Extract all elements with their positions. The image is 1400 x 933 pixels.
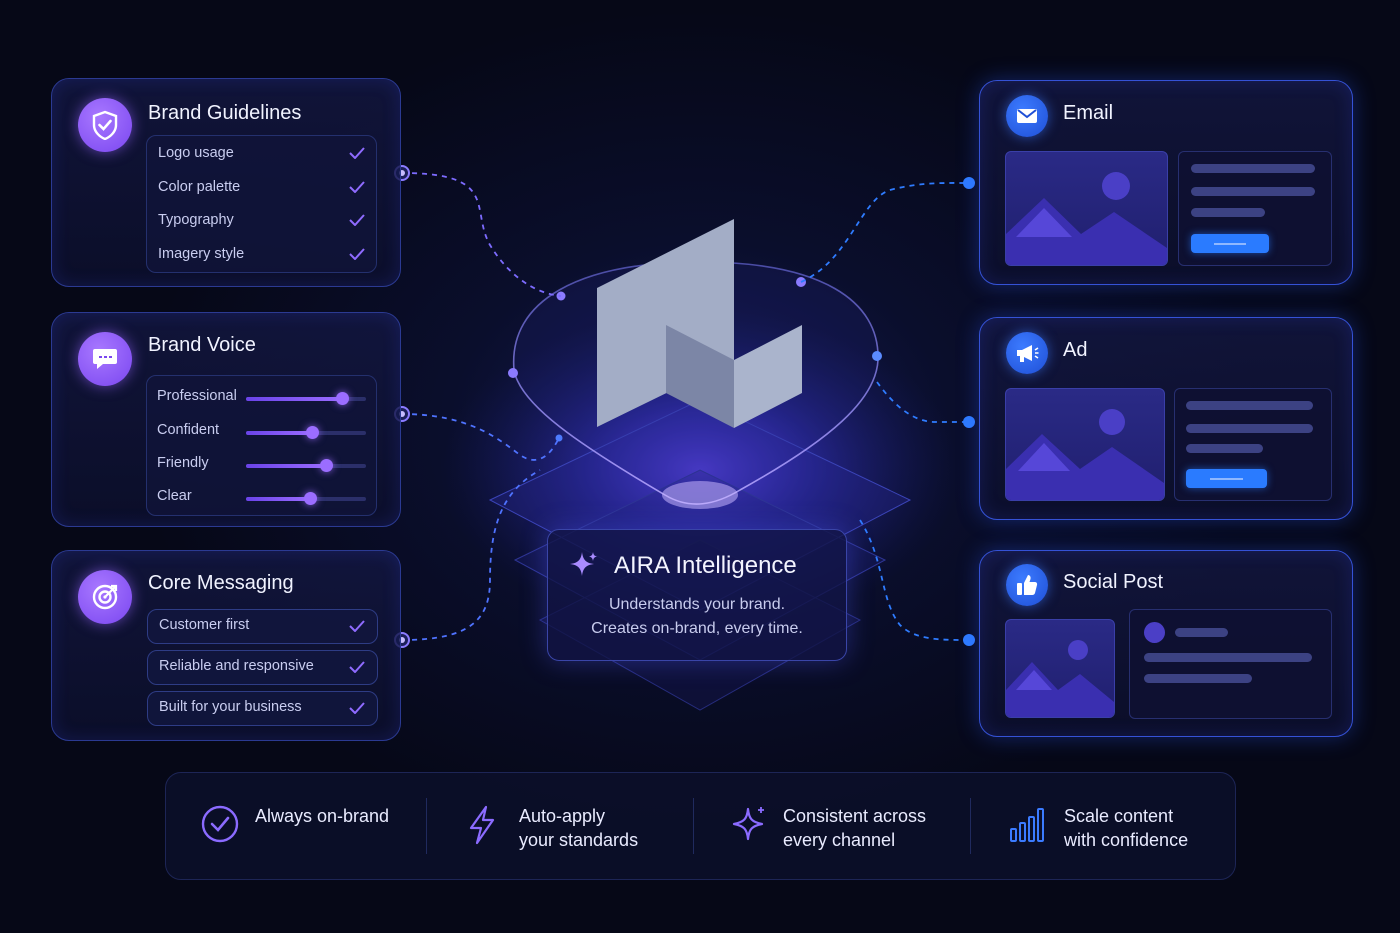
message-pill bbox=[147, 609, 378, 644]
message-text: Built for your business bbox=[159, 699, 302, 715]
target-icon bbox=[78, 570, 132, 624]
email-title: Email bbox=[1063, 102, 1114, 124]
divider bbox=[970, 798, 971, 854]
port-dot bbox=[963, 634, 975, 646]
orbit-node bbox=[508, 368, 518, 378]
connector-social bbox=[859, 519, 970, 641]
image-placeholder bbox=[1005, 619, 1115, 718]
image-placeholder bbox=[1005, 151, 1168, 266]
cta-button[interactable] bbox=[1191, 234, 1269, 253]
core-messaging-card: Core Messaging Customer first Reliable a… bbox=[51, 550, 401, 741]
logo-panel-side bbox=[666, 325, 734, 428]
message-pill bbox=[147, 650, 378, 685]
core-messaging-title: Core Messaging bbox=[148, 572, 294, 594]
cta-button[interactable] bbox=[1186, 469, 1267, 488]
list-item: Typography bbox=[158, 212, 234, 228]
ad-card: Ad bbox=[979, 317, 1353, 520]
bar-chart-icon bbox=[1010, 808, 1044, 842]
aira-intelligence-panel: AIRA Intelligence Understands your brand… bbox=[547, 529, 847, 661]
features-bar: Always on-brand Auto-apply your standard… bbox=[165, 772, 1236, 880]
aira-line-2: Creates on-brand, every time. bbox=[591, 620, 803, 637]
feature-line: Always on-brand bbox=[255, 806, 390, 826]
connector-ad bbox=[876, 381, 969, 423]
thumbs-up-icon bbox=[1006, 564, 1048, 606]
logo-panel-front bbox=[734, 325, 802, 428]
check-icon bbox=[349, 248, 365, 260]
voice-trait-label: Friendly bbox=[157, 455, 209, 471]
social-text-block bbox=[1129, 609, 1332, 719]
divider bbox=[426, 798, 427, 854]
connector-email bbox=[800, 182, 970, 283]
sparkle-icon bbox=[570, 552, 597, 576]
feature-line: Auto-apply bbox=[519, 806, 606, 826]
lightning-icon bbox=[469, 805, 495, 845]
voice-slider[interactable] bbox=[246, 392, 366, 405]
brand-guidelines-title: Brand Guidelines bbox=[148, 102, 302, 124]
divider bbox=[693, 798, 694, 854]
voice-slider[interactable] bbox=[246, 492, 366, 505]
brand-voice-card: Brand Voice Professional Confident Frien… bbox=[51, 312, 401, 527]
voice-slider[interactable] bbox=[246, 459, 366, 472]
aira-line-1: Understands your brand. bbox=[608, 596, 786, 613]
email-text-block bbox=[1178, 151, 1332, 266]
voice-slider[interactable] bbox=[246, 426, 366, 439]
orbit-node bbox=[555, 434, 563, 442]
feature-line: your standards bbox=[519, 830, 639, 850]
sparkle-icon bbox=[732, 807, 764, 841]
aira-title: AIRA Intelligence bbox=[614, 552, 797, 579]
brand-guidelines-card: Brand Guidelines Logo usage Color palett… bbox=[51, 78, 401, 287]
ad-title: Ad bbox=[1063, 339, 1088, 361]
check-icon bbox=[349, 147, 365, 159]
social-post-card: Social Post bbox=[979, 550, 1353, 737]
feature-line: Consistent across bbox=[783, 806, 927, 826]
guidelines-list bbox=[146, 135, 377, 273]
envelope-icon bbox=[1006, 95, 1048, 137]
email-card: Email bbox=[979, 80, 1353, 285]
check-icon bbox=[349, 181, 365, 193]
message-text: Reliable and responsive bbox=[159, 658, 314, 674]
voice-trait-label: Professional bbox=[157, 388, 237, 404]
chat-bubble-icon bbox=[78, 332, 132, 386]
check-icon bbox=[349, 661, 365, 673]
feature-line: with confidence bbox=[1064, 830, 1189, 850]
list-item: Logo usage bbox=[158, 145, 234, 161]
feature-line: every channel bbox=[783, 830, 896, 850]
megaphone-icon bbox=[1006, 332, 1048, 374]
connector-voice bbox=[401, 413, 560, 461]
port-dot bbox=[963, 177, 975, 189]
orbit-node bbox=[872, 351, 882, 361]
image-placeholder bbox=[1005, 388, 1165, 501]
list-item: Imagery style bbox=[158, 246, 245, 262]
connector-messaging bbox=[401, 469, 541, 641]
ad-text-block bbox=[1174, 388, 1332, 501]
core-light bbox=[662, 481, 738, 509]
port-dot bbox=[963, 416, 975, 428]
connector-guidelines bbox=[401, 172, 562, 297]
message-pill bbox=[147, 691, 378, 726]
voice-trait-label: Clear bbox=[157, 488, 192, 504]
feature-line: Scale content bbox=[1064, 806, 1174, 826]
list-item: Color palette bbox=[158, 179, 241, 195]
voice-trait-label: Confident bbox=[157, 422, 220, 438]
check-icon bbox=[349, 620, 365, 632]
message-text: Customer first bbox=[159, 617, 250, 633]
social-post-title: Social Post bbox=[1063, 571, 1164, 593]
shield-check-icon bbox=[78, 98, 132, 152]
check-circle-icon bbox=[201, 805, 239, 843]
check-icon bbox=[349, 214, 365, 226]
brand-voice-title: Brand Voice bbox=[148, 334, 256, 356]
avatar bbox=[1144, 622, 1165, 643]
check-icon bbox=[349, 702, 365, 714]
